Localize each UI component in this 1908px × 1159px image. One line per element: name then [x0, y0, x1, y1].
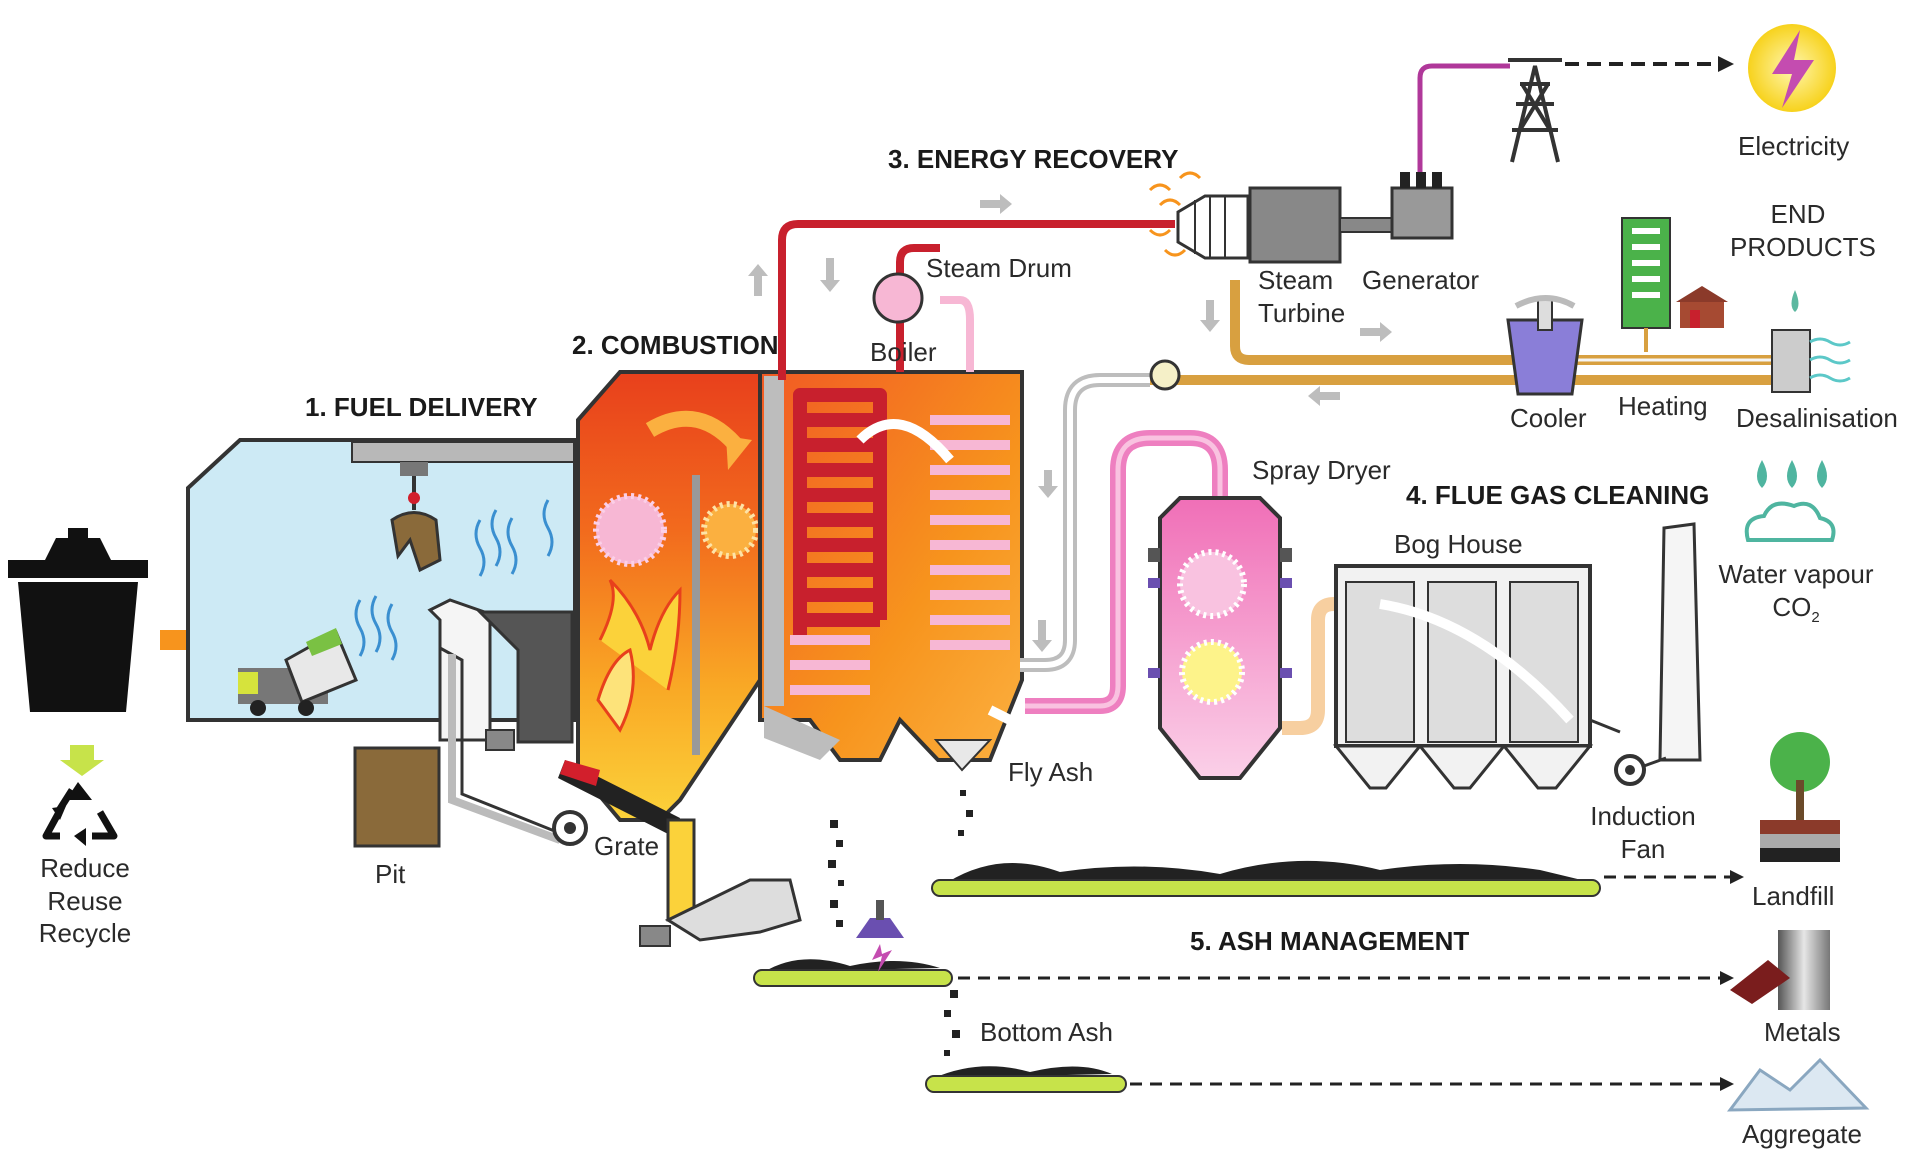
generator [1390, 172, 1454, 240]
power-line [1417, 63, 1510, 172]
building-icon [1621, 217, 1671, 329]
metals-icon [1730, 930, 1830, 1010]
recycle-icon [42, 782, 118, 846]
feedwater-line-core [1020, 377, 1150, 668]
furnace [576, 370, 762, 822]
pump-icon [1149, 359, 1181, 391]
section-fuel-delivery: 1. FUEL DELIVERY [305, 392, 538, 422]
bottom-ash-label: Bottom Ash [980, 1017, 1113, 1047]
co2-main: CO [1772, 591, 1812, 622]
induction-fan-icon [1589, 718, 1646, 786]
fly-ash-pile [933, 739, 993, 772]
heat-wisps [1148, 171, 1202, 257]
co2-subscript: 2 [1811, 608, 1820, 626]
dryer-to-baghouse-duct [1282, 597, 1360, 735]
garbage-truck-icon [238, 628, 358, 716]
induction-label: Induction [1590, 801, 1696, 831]
landfill-icon [1760, 732, 1840, 862]
fuel-hopper [476, 610, 574, 744]
section-combustion: 2. COMBUSTION [572, 330, 779, 360]
cooler [1506, 295, 1584, 396]
end-products-label: END PRODUCTS [1730, 198, 1876, 263]
ram-feeder [439, 646, 588, 846]
flow-arrow [987, 705, 1013, 725]
recycle-label: Recycle [38, 918, 132, 948]
economiser-coil [790, 415, 1010, 695]
steam-turbine-label: Steam Turbine [1258, 264, 1345, 329]
reduce-reuse-recycle-label: Reduce Reuse Recycle [30, 852, 140, 950]
pit-label: Pit [375, 859, 406, 889]
ash-dribble [828, 790, 973, 1056]
cooler-label: Cooler [1510, 403, 1587, 433]
reduce-label: Reduce [40, 853, 130, 883]
desalinisation-label: Desalinisation [1736, 403, 1898, 433]
steam-drum [872, 244, 974, 372]
pylon-icon [1508, 58, 1562, 163]
section-ash-management: 5. ASH MANAGEMENT [1190, 926, 1470, 956]
superheater-coil [793, 388, 887, 640]
lightning-sun-icon [1748, 24, 1836, 112]
water-vapour-co2-label: Water vapour CO2 [1712, 558, 1880, 627]
process-arrows [748, 194, 1392, 652]
steam-turbine [1176, 186, 1396, 264]
bottom-ash-conveyor-1 [753, 959, 953, 987]
fly-ash-conveyor [931, 860, 1601, 897]
aggregate-label: Aggregate [1742, 1119, 1862, 1149]
steam-label: Steam [1258, 265, 1334, 295]
bag-house [1332, 564, 1594, 790]
desalination-icon [1771, 290, 1851, 393]
spray-dryer-label: Spray Dryer [1252, 455, 1391, 485]
end-label: END [1770, 199, 1826, 229]
bottom-ash-conveyor-2 [925, 1066, 1127, 1093]
turbine-label: Turbine [1258, 297, 1346, 328]
section-energy-recovery: 3. ENERGY RECOVERY [888, 144, 1179, 174]
chimney-stack [1643, 522, 1702, 768]
spray-dryer [1148, 496, 1292, 780]
grate [558, 760, 680, 836]
landfill-label: Landfill [1752, 881, 1835, 911]
odour-wisps [354, 499, 554, 661]
section-flue-gas-cleaning: 4. FLUE GAS CLEANING [1406, 480, 1710, 510]
crane-grab-icon [390, 462, 442, 573]
grate-label: Grate [594, 831, 660, 861]
magnet-icon [856, 900, 904, 972]
flow-arrow [856, 419, 954, 464]
induction-fan-label: Induction Fan [1588, 800, 1698, 865]
metals-label: Metals [1764, 1017, 1841, 1047]
flue-duct-inner [1025, 435, 1223, 709]
heating-label: Heating [1618, 391, 1708, 421]
recycle-down-arrow-icon [60, 745, 104, 776]
fan-label: Fan [1620, 833, 1666, 864]
bottom-ash-chute [639, 818, 802, 947]
output-arrows [958, 875, 1730, 1086]
reuse-label: Reuse [47, 885, 123, 916]
fly-ash-label: Fly Ash [1008, 757, 1094, 787]
output-arrow-heads [1720, 870, 1744, 1091]
steam-drum-label: Steam Drum [926, 253, 1072, 283]
waste-pit [353, 598, 492, 848]
arrow-head [1718, 56, 1734, 72]
house-icon [1676, 286, 1728, 328]
electricity-label: Electricity [1738, 131, 1850, 161]
bog-house-label: Bog House [1394, 529, 1523, 559]
aggregate-icon [1726, 1057, 1870, 1112]
steam-line [778, 220, 1175, 380]
water-vapour-icon [1744, 460, 1836, 542]
generator-label: Generator [1362, 265, 1480, 295]
products-label: PRODUCTS [1730, 231, 1876, 262]
boiler-label: Boiler [870, 337, 937, 367]
waste-bin-icon [8, 528, 148, 712]
water-vapour-label: Water vapour [1718, 559, 1874, 589]
co2-label: CO2 [1712, 591, 1880, 628]
